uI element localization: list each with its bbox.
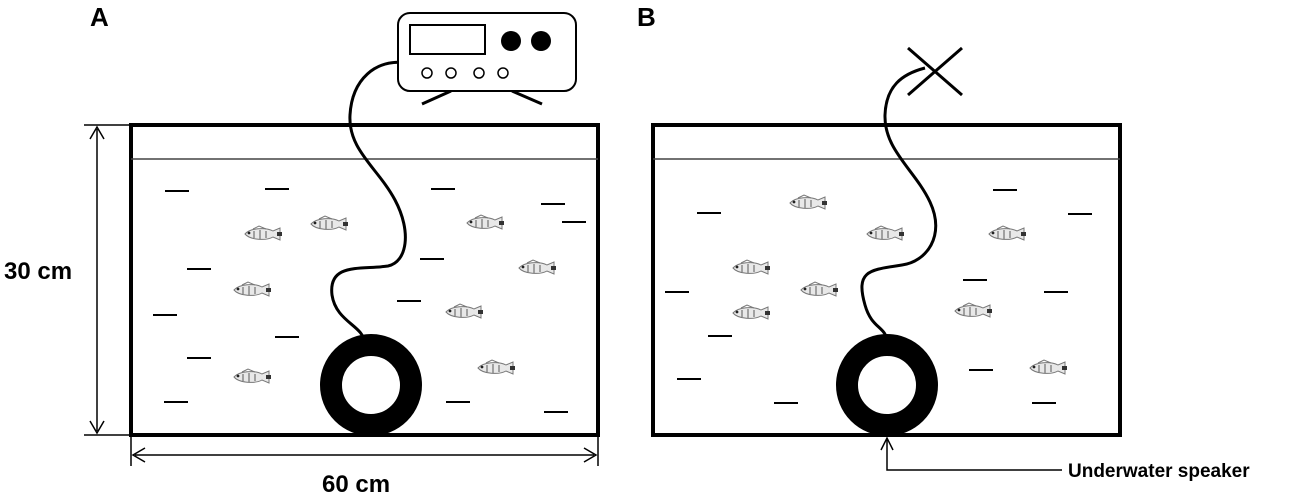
water-marks-b — [665, 189, 1092, 404]
speaker-icon — [320, 334, 422, 436]
panel-a: 30 cm 60 cm — [4, 12, 600, 498]
width-dimension — [130, 435, 599, 466]
speaker-cable-a — [330, 60, 409, 343]
panel-label-a: A — [90, 2, 109, 32]
speaker-callout-label: Underwater speaker — [1068, 461, 1250, 482]
panel-b: Underwater speaker — [651, 46, 1250, 482]
button-icon — [421, 67, 433, 79]
speaker-icon — [836, 334, 938, 436]
knob-icon — [501, 31, 521, 51]
button-icon — [497, 67, 509, 79]
display-screen — [409, 24, 486, 55]
disconnected-icon — [907, 46, 963, 97]
knob-icon — [531, 31, 551, 51]
controller-device — [397, 12, 577, 106]
panel-label-b: B — [637, 2, 656, 32]
speaker-callout-arrow — [880, 436, 1062, 471]
water-marks-a — [153, 188, 586, 413]
tank-b — [651, 123, 1122, 437]
button-icon — [445, 67, 457, 79]
button-icon — [473, 67, 485, 79]
height-label: 30 cm — [4, 258, 72, 285]
width-label: 60 cm — [322, 471, 390, 498]
height-dimension — [84, 124, 131, 436]
tank-a — [129, 123, 600, 437]
speaker-cable-b — [860, 66, 938, 344]
